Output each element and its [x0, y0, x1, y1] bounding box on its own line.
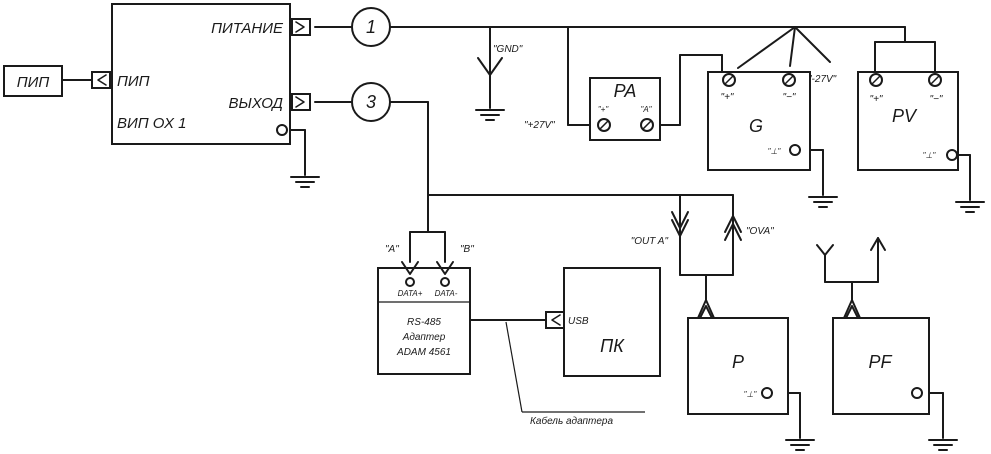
usb-connector-icon: [545, 311, 565, 329]
ground-icon: [785, 439, 815, 451]
out-connector-icon: [291, 93, 311, 111]
ground-icon: [928, 439, 958, 451]
vip-name: ВИП ОХ 1: [117, 115, 186, 132]
pv-terminal-plus: [869, 73, 883, 87]
vip-ground-terminal: [276, 124, 288, 136]
power-connector-icon: [291, 18, 311, 36]
gnd-label: "GND": [493, 44, 523, 55]
g-terminal-plus: [722, 73, 736, 87]
p-gnd: "⊥": [744, 390, 758, 399]
p-ground-terminal: [761, 387, 773, 399]
pv-name: PV: [892, 106, 918, 126]
pf-block: PF: [816, 237, 930, 415]
pa-terminal-a: [640, 118, 654, 132]
vip-block: ПИП ВИП ОХ 1 ПИТАНИЕ ВЫХОД: [91, 3, 311, 145]
g-minus: "−": [783, 92, 796, 103]
pv-ground-terminal: [946, 149, 958, 161]
pf-ground-terminal: [911, 387, 923, 399]
plus27-label: "+27V": [524, 120, 555, 131]
ova-arrow-icon: [724, 215, 742, 241]
p-block: P "⊥": [687, 299, 789, 415]
adapter-block: "A" "B" DATA+ DATA- RS-485 Адаптер ADAM …: [377, 244, 474, 375]
ova-label: "OVA": [746, 226, 774, 237]
gnd-fork-icon: [477, 57, 503, 109]
adapter-data-minus: DATA-: [435, 289, 458, 298]
pv-minus: "−": [930, 94, 943, 105]
pa-terminal-plus: [597, 118, 611, 132]
node-3: 3: [351, 82, 391, 122]
vip-pip-port: ПИП: [117, 73, 150, 90]
pip-connector-icon: [91, 71, 111, 89]
pc-usb: USB: [568, 316, 589, 327]
minus27-label: "-27V": [808, 74, 837, 85]
adapter-line2: Адаптер: [402, 332, 446, 343]
pa-name: PA: [614, 81, 637, 101]
g-gnd: "⊥": [768, 147, 782, 156]
svg-text:3: 3: [366, 92, 376, 112]
pip-source-label: ПИП: [17, 74, 50, 91]
out-a-arrow-icon: [671, 211, 689, 237]
adapter-b: "B": [460, 244, 474, 255]
vip-out-port: ВЫХОД: [228, 95, 283, 112]
ground-icon: [955, 201, 985, 213]
pv-block: "+" "−" PV "⊥": [857, 71, 959, 171]
pip-source-block: ПИП: [3, 65, 63, 97]
node-1: 1: [351, 7, 391, 47]
pa-block: PA "+" "A": [589, 77, 661, 141]
p-name: P: [732, 352, 744, 372]
g-name: G: [749, 116, 763, 136]
cable-label: Кабель адаптера: [530, 415, 613, 427]
adapter-line1: RS-485: [407, 317, 441, 328]
adapter-line3: ADAM 4561: [396, 347, 451, 358]
pa-plus: "+": [598, 105, 610, 114]
pa-a: "A": [640, 105, 652, 114]
adapter-data-plus: DATA+: [398, 289, 423, 298]
pc-block: USB ПК: [545, 267, 661, 377]
pv-terminal-minus: [928, 73, 942, 87]
ground-icon: [475, 109, 505, 121]
g-terminal-minus: [782, 73, 796, 87]
vip-power-port: ПИТАНИЕ: [211, 20, 284, 37]
out-a-label: "OUT A": [631, 236, 669, 247]
ground-icon: [290, 176, 320, 188]
adapter-a: "A": [385, 244, 399, 255]
pv-plus: "+": [870, 94, 883, 105]
pf-fork-icon: [816, 244, 834, 256]
svg-text:1: 1: [366, 17, 376, 37]
g-block: "+" "−" G "⊥": [707, 71, 811, 171]
g-ground-terminal: [789, 144, 801, 156]
ground-icon: [808, 196, 838, 208]
pf-name: PF: [868, 352, 892, 372]
pc-name: ПК: [600, 336, 625, 356]
g-plus: "+": [721, 92, 734, 103]
pv-gnd: "⊥": [923, 151, 937, 160]
